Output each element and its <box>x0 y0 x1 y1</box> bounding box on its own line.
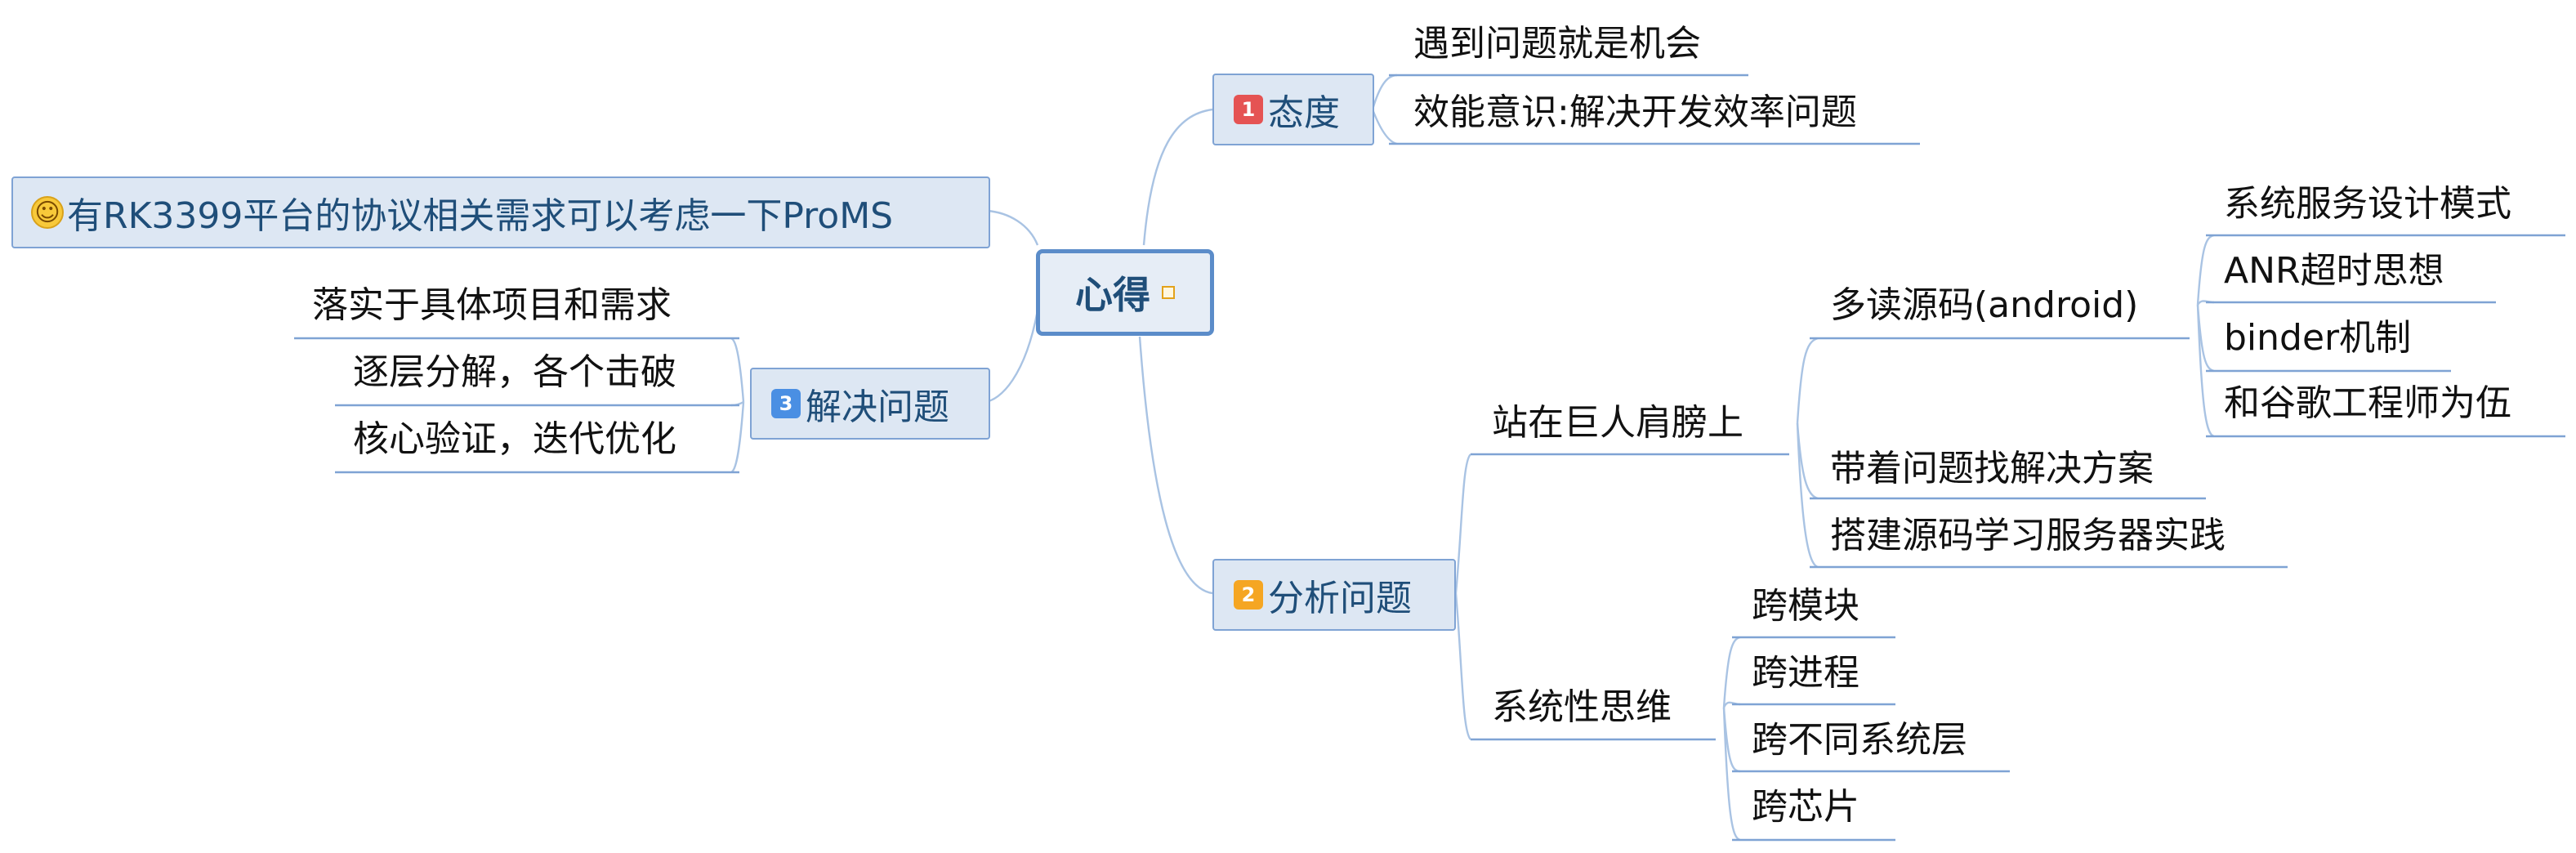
giants-item-3[interactable]: 搭建源码学习服务器实践 <box>1830 515 2226 556</box>
systems-item-4[interactable]: 跨芯片 <box>1752 786 1859 828</box>
connector-analysis-systems <box>1454 592 1471 740</box>
solve-item-1[interactable]: 落实于具体项目和需求 <box>312 284 672 326</box>
connector-analysis-giants <box>1454 453 1471 594</box>
branch-analysis[interactable]: 2 分析问题 <box>1212 559 1456 631</box>
branch-solve[interactable]: 3 解决问题 <box>750 368 990 440</box>
attitude-item-2[interactable]: 效能意识:解决开发效率问题 <box>1413 92 1857 133</box>
read-source-label[interactable]: 多读源码(android) <box>1830 284 2139 326</box>
connector-solve-3 <box>730 401 745 474</box>
giants-item-2[interactable]: 带着问题找解决方案 <box>1830 448 2154 489</box>
priority-3-icon: 3 <box>771 389 801 418</box>
branch-solve-label: 解决问题 <box>806 386 949 428</box>
connector-attitude-1 <box>1371 74 1398 110</box>
connector-read-1 <box>2196 234 2215 306</box>
systems-label[interactable]: 系统性思维 <box>1492 686 1672 728</box>
connector-read-4 <box>2196 304 2215 438</box>
read-source-item-1[interactable]: 系统服务设计模式 <box>2224 183 2511 225</box>
connector-sys-4 <box>1722 707 1741 842</box>
systems-item-1[interactable]: 跨模块 <box>1752 585 1859 627</box>
priority-2-icon: 2 <box>1234 580 1263 610</box>
branch-analysis-label: 分析问题 <box>1268 578 1412 619</box>
branch-attitude[interactable]: 1 态度 <box>1212 74 1374 145</box>
attitude-item-1[interactable]: 遇到问题就是机会 <box>1413 23 1701 65</box>
branch-note-label: 有RK3399平台的协议相关需求可以考虑一下ProMS <box>67 195 894 237</box>
read-source-item-2[interactable]: ANR超时思想 <box>2224 250 2444 292</box>
read-source-item-4[interactable]: 和谷歌工程师为伍 <box>2224 382 2511 424</box>
systems-item-2[interactable]: 跨进程 <box>1752 652 1859 694</box>
branch-note[interactable]: ☺ 有RK3399平台的协议相关需求可以考虑一下ProMS <box>11 176 990 248</box>
connector-giants-read <box>1796 337 1819 424</box>
connector-solve-1 <box>730 337 745 403</box>
central-topic-label: 心得 <box>1075 273 1150 317</box>
read-source-item-3[interactable]: binder机制 <box>2224 317 2412 359</box>
note-marker-icon <box>1162 286 1175 299</box>
smile-icon: ☺ <box>31 196 64 229</box>
connector-center-analysis <box>1138 336 1213 595</box>
solve-item-2[interactable]: 逐层分解，各个击破 <box>353 351 676 393</box>
solve-item-3[interactable]: 核心验证，迭代优化 <box>353 418 676 460</box>
connector-center-note <box>986 209 1039 246</box>
central-topic[interactable]: 心得 <box>1036 249 1214 336</box>
priority-1-icon: 1 <box>1234 95 1263 124</box>
connector-attitude-2 <box>1371 109 1398 145</box>
giants-label[interactable]: 站在巨人肩膀上 <box>1492 402 1743 444</box>
connector-center-solve <box>984 310 1039 404</box>
connector-center-attitude <box>1142 108 1213 246</box>
branch-attitude-label: 态度 <box>1268 92 1340 134</box>
systems-item-3[interactable]: 跨不同系统层 <box>1752 719 1967 761</box>
connector-sys-1 <box>1722 636 1741 708</box>
connector-giants-3 <box>1796 422 1819 569</box>
